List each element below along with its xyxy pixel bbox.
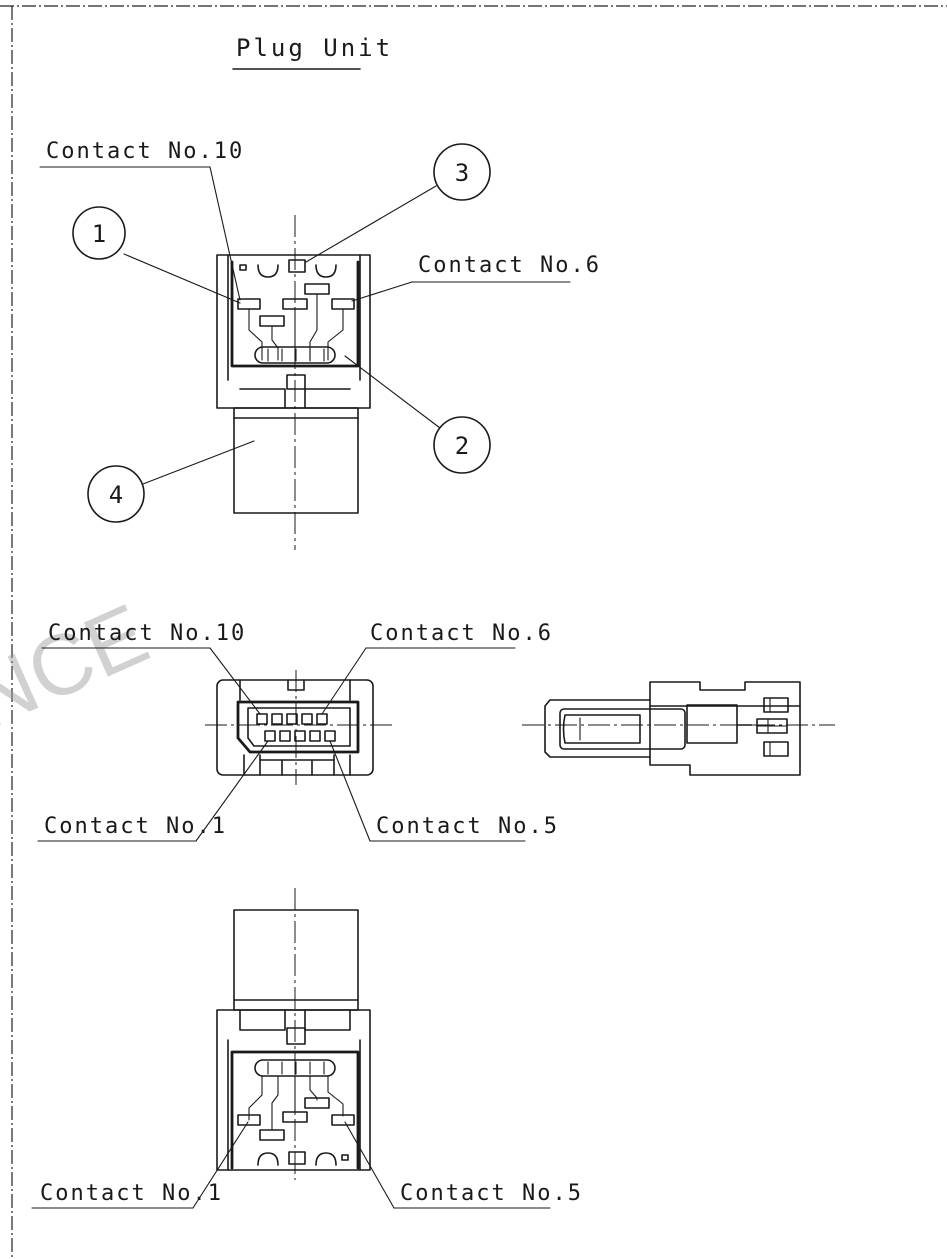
callout-4-label: 4 <box>109 481 123 509</box>
top-contact10-label: Contact No.10 <box>46 139 244 164</box>
bot-contact5-label: Contact No.5 <box>400 1181 583 1206</box>
callout-3-label: 3 <box>455 159 469 187</box>
callout-1-label: 1 <box>92 220 106 248</box>
bot-contact1-label: Contact No.1 <box>40 1181 223 1206</box>
mid-view-face <box>205 670 395 785</box>
mid-contact5-label: Contact No.5 <box>376 814 559 839</box>
mid-contact5-callout: Contact No.5 <box>329 740 559 842</box>
top-contact6-callout: Contact No.6 <box>351 253 601 302</box>
callout-2: 2 <box>344 355 491 474</box>
title-block: Plug Unit <box>232 34 393 70</box>
mid-contact6-callout: Contact No.6 <box>321 621 553 715</box>
bot-contact5-callout: Contact No.5 <box>344 1121 583 1209</box>
mid-contact10-label: Contact No.10 <box>48 621 246 646</box>
bottom-view-rear <box>216 888 371 1180</box>
top-contact10-callout: Contact No.10 <box>39 139 244 301</box>
callout-2-label: 2 <box>455 432 469 460</box>
callout-3: 3 <box>305 143 491 263</box>
mid-contact1-callout: Contact No.1 <box>37 740 269 842</box>
page-title: Plug Unit <box>236 34 393 62</box>
mid-contact1-label: Contact No.1 <box>44 814 227 839</box>
callout-4: 4 <box>87 440 255 523</box>
bot-contact1-callout: Contact No.1 <box>31 1121 249 1209</box>
side-view <box>522 681 835 776</box>
callout-1: 1 <box>72 206 241 304</box>
mid-contact6-label: Contact No.6 <box>370 621 553 646</box>
top-view-front <box>216 215 371 550</box>
drawing-frame <box>0 5 947 1259</box>
mid-contact10-callout: Contact No.10 <box>41 621 261 715</box>
watermark: NCE <box>0 586 162 748</box>
top-contact6-label: Contact No.6 <box>418 253 601 278</box>
